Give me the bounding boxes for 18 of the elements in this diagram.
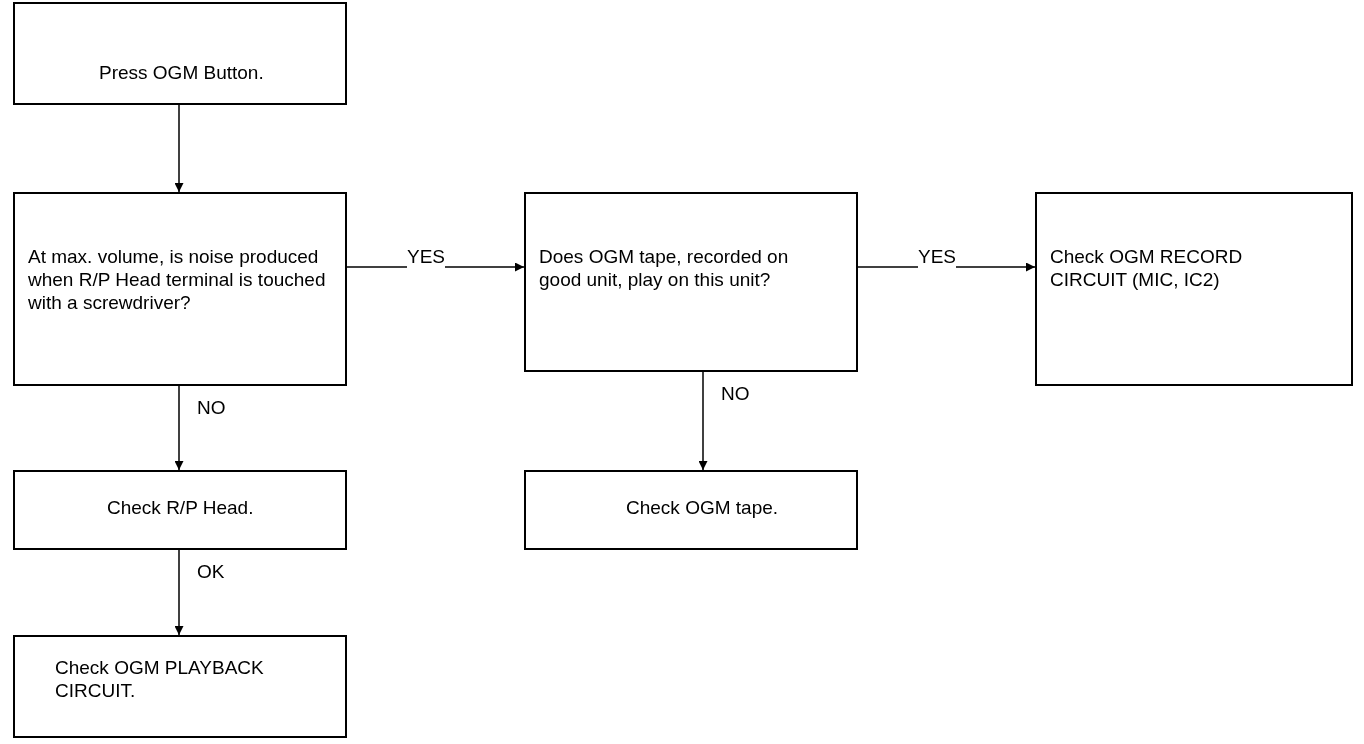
box-text: At max. volume, is noise produced when R/P Head terminal is touched with a screwdriver?	[28, 246, 327, 315]
process-box	[1035, 192, 1353, 386]
box-text: Check OGM PLAYBACK CIRCUIT.	[55, 657, 265, 703]
arrow	[698, 371, 708, 471]
box-text: Check R/P Head.	[107, 497, 255, 520]
process-box	[13, 2, 347, 105]
box-text: Does OGM tape, recorded on good unit, play on this unit?	[539, 246, 790, 292]
box-text: Check OGM RECORD CIRCUIT (MIC, IC2)	[1050, 246, 1244, 292]
process-box	[524, 192, 858, 372]
process-box	[13, 635, 347, 738]
process-box	[524, 470, 858, 550]
arrow	[174, 104, 184, 193]
box-text: Check OGM tape.	[626, 497, 780, 520]
process-box	[13, 192, 347, 386]
arrow	[174, 549, 184, 636]
box-text: Press OGM Button.	[99, 62, 265, 85]
arrow	[174, 385, 184, 471]
process-box	[13, 470, 347, 550]
